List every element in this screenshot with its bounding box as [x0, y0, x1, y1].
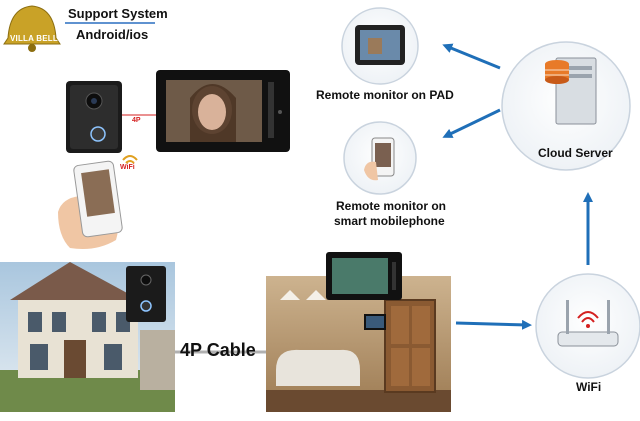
indoor-monitor-icon: [156, 70, 290, 152]
house-photo-icon: [0, 262, 175, 412]
label-remote-phone-1: Remote monitor on: [336, 199, 446, 213]
header-line-1: Support System: [68, 6, 168, 21]
arrow-cloud-to-pad: [442, 43, 501, 70]
label-4p-cable: 4P Cable: [180, 340, 256, 360]
label-remote-pad: Remote monitor on PAD: [316, 88, 454, 102]
smartphone-icon: [364, 137, 395, 181]
header-line-2: Android/ios: [76, 27, 149, 42]
room-monitor-icon: [326, 252, 402, 300]
label-remote-phone-2: smart mobilephone: [334, 214, 445, 228]
label-wifi: WiFi: [576, 380, 602, 394]
doorbell-camera-icon: [66, 81, 122, 153]
server-icon: [545, 57, 597, 125]
label-cloud-server: Cloud Server: [538, 146, 613, 160]
logo-text: VILLA BELL: [10, 34, 58, 43]
arrow-cloud-to-phone: [442, 108, 501, 138]
wifi-badge-label: WiFi: [120, 164, 135, 171]
small-4p-label: 4P: [132, 117, 141, 124]
tablet-icon: [355, 25, 405, 65]
phone-hand-icon: [58, 160, 123, 249]
arrow-room-to-wifi: [455, 319, 532, 330]
bell-logo-icon: [3, 5, 61, 52]
wifi-badge-icon: [122, 155, 138, 164]
router-icon: [557, 300, 619, 347]
